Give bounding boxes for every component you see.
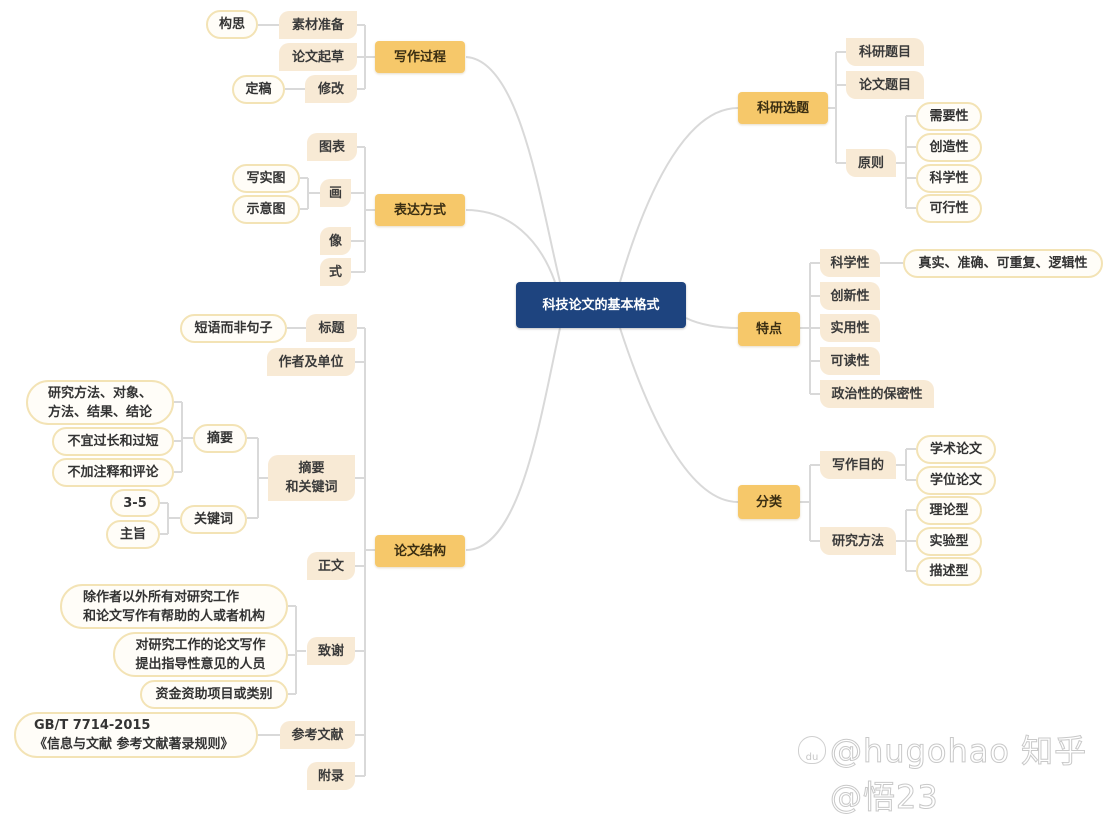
node-material-prep[interactable]: 素材准备: [279, 11, 357, 39]
node-abstract[interactable]: 摘要: [193, 424, 247, 453]
branch-classification[interactable]: 分类: [738, 485, 800, 519]
node-realistic-drawing[interactable]: 写实图: [232, 164, 300, 193]
node-feature-scientific[interactable]: 科学性: [820, 249, 880, 277]
node-ack-funding[interactable]: 资金资助项目或类别: [140, 680, 288, 709]
node-feasibility[interactable]: 可行性: [916, 194, 982, 223]
node-writing-purpose[interactable]: 写作目的: [820, 451, 896, 479]
node-feature-innovation[interactable]: 创新性: [820, 282, 880, 310]
branch-features[interactable]: 特点: [738, 312, 800, 346]
node-paper-topic[interactable]: 论文题目: [846, 71, 924, 99]
branch-writing-process[interactable]: 写作过程: [375, 41, 465, 73]
node-abstract-content[interactable]: 研究方法、对象、 方法、结果、结论: [26, 380, 174, 425]
node-experimental[interactable]: 实验型: [916, 527, 982, 556]
node-schematic[interactable]: 示意图: [232, 195, 300, 224]
node-references[interactable]: 参考文献: [280, 721, 355, 749]
branch-topic-selection[interactable]: 科研选题: [738, 92, 828, 124]
baidu-paw-icon: du: [798, 736, 826, 764]
node-feature-confidentiality[interactable]: 政治性的保密性: [820, 380, 934, 408]
node-ack-helpers[interactable]: 除作者以外所有对研究工作 和论文写作有帮助的人或者机构: [60, 584, 288, 629]
node-abstract-no-comment[interactable]: 不加注释和评论: [52, 458, 174, 487]
node-abstract-keywords[interactable]: 摘要 和关键词: [268, 455, 355, 501]
node-acknowledgement[interactable]: 致谢: [307, 637, 355, 665]
node-author-affiliation[interactable]: 作者及单位: [267, 348, 355, 376]
node-conception[interactable]: 构思: [206, 10, 258, 39]
root-node[interactable]: 科技论文的基本格式: [516, 282, 686, 328]
node-research-method[interactable]: 研究方法: [820, 527, 896, 555]
node-feature-readability[interactable]: 可读性: [820, 347, 880, 375]
node-appendix[interactable]: 附录: [307, 762, 355, 790]
node-creativity[interactable]: 创造性: [916, 133, 982, 162]
node-image[interactable]: 像: [320, 227, 351, 255]
node-references-standard[interactable]: GB/T 7714-2015 《信息与文献 参考文献著录规则》: [14, 712, 258, 758]
node-ack-advisors[interactable]: 对研究工作的论文写作 提出指导性意见的人员: [113, 632, 288, 677]
node-title[interactable]: 标题: [306, 314, 357, 342]
node-feature-scientific-detail[interactable]: 真实、准确、可重复、逻辑性: [903, 249, 1103, 278]
node-draft[interactable]: 论文起草: [279, 43, 357, 71]
branch-expression[interactable]: 表达方式: [375, 194, 465, 226]
node-keywords-count[interactable]: 3-5: [110, 489, 160, 517]
node-scientific[interactable]: 科学性: [916, 164, 982, 193]
node-necessity[interactable]: 需要性: [916, 102, 982, 131]
node-feature-practicality[interactable]: 实用性: [820, 314, 880, 342]
node-chart[interactable]: 图表: [307, 133, 357, 161]
node-abstract-length[interactable]: 不宜过长和过短: [52, 427, 174, 456]
node-degree-paper[interactable]: 学位论文: [916, 466, 996, 495]
node-descriptive[interactable]: 描述型: [916, 557, 982, 586]
node-formula[interactable]: 式: [320, 258, 351, 286]
node-body[interactable]: 正文: [307, 552, 355, 580]
branch-structure[interactable]: 论文结构: [375, 535, 465, 567]
mind-map-canvas: 科技论文的基本格式 写作过程 素材准备 构思 论文起草 修改 定稿 表达方式 图…: [14, 10, 1103, 817]
watermark-text: @hugohao 知乎 @悟23: [830, 732, 1088, 817]
node-phrase-not-sentence[interactable]: 短语而非句子: [180, 314, 287, 343]
node-finalize[interactable]: 定稿: [232, 75, 285, 104]
node-revise[interactable]: 修改: [305, 75, 357, 103]
node-academic-paper[interactable]: 学术论文: [916, 435, 996, 464]
node-principles[interactable]: 原则: [846, 149, 896, 177]
connector-lines: [160, 24, 916, 777]
node-keywords-theme[interactable]: 主旨: [106, 520, 160, 549]
node-research-topic[interactable]: 科研题目: [846, 38, 924, 66]
node-theoretical[interactable]: 理论型: [916, 496, 982, 525]
node-keywords[interactable]: 关键词: [180, 505, 247, 534]
node-drawing[interactable]: 画: [320, 179, 351, 207]
